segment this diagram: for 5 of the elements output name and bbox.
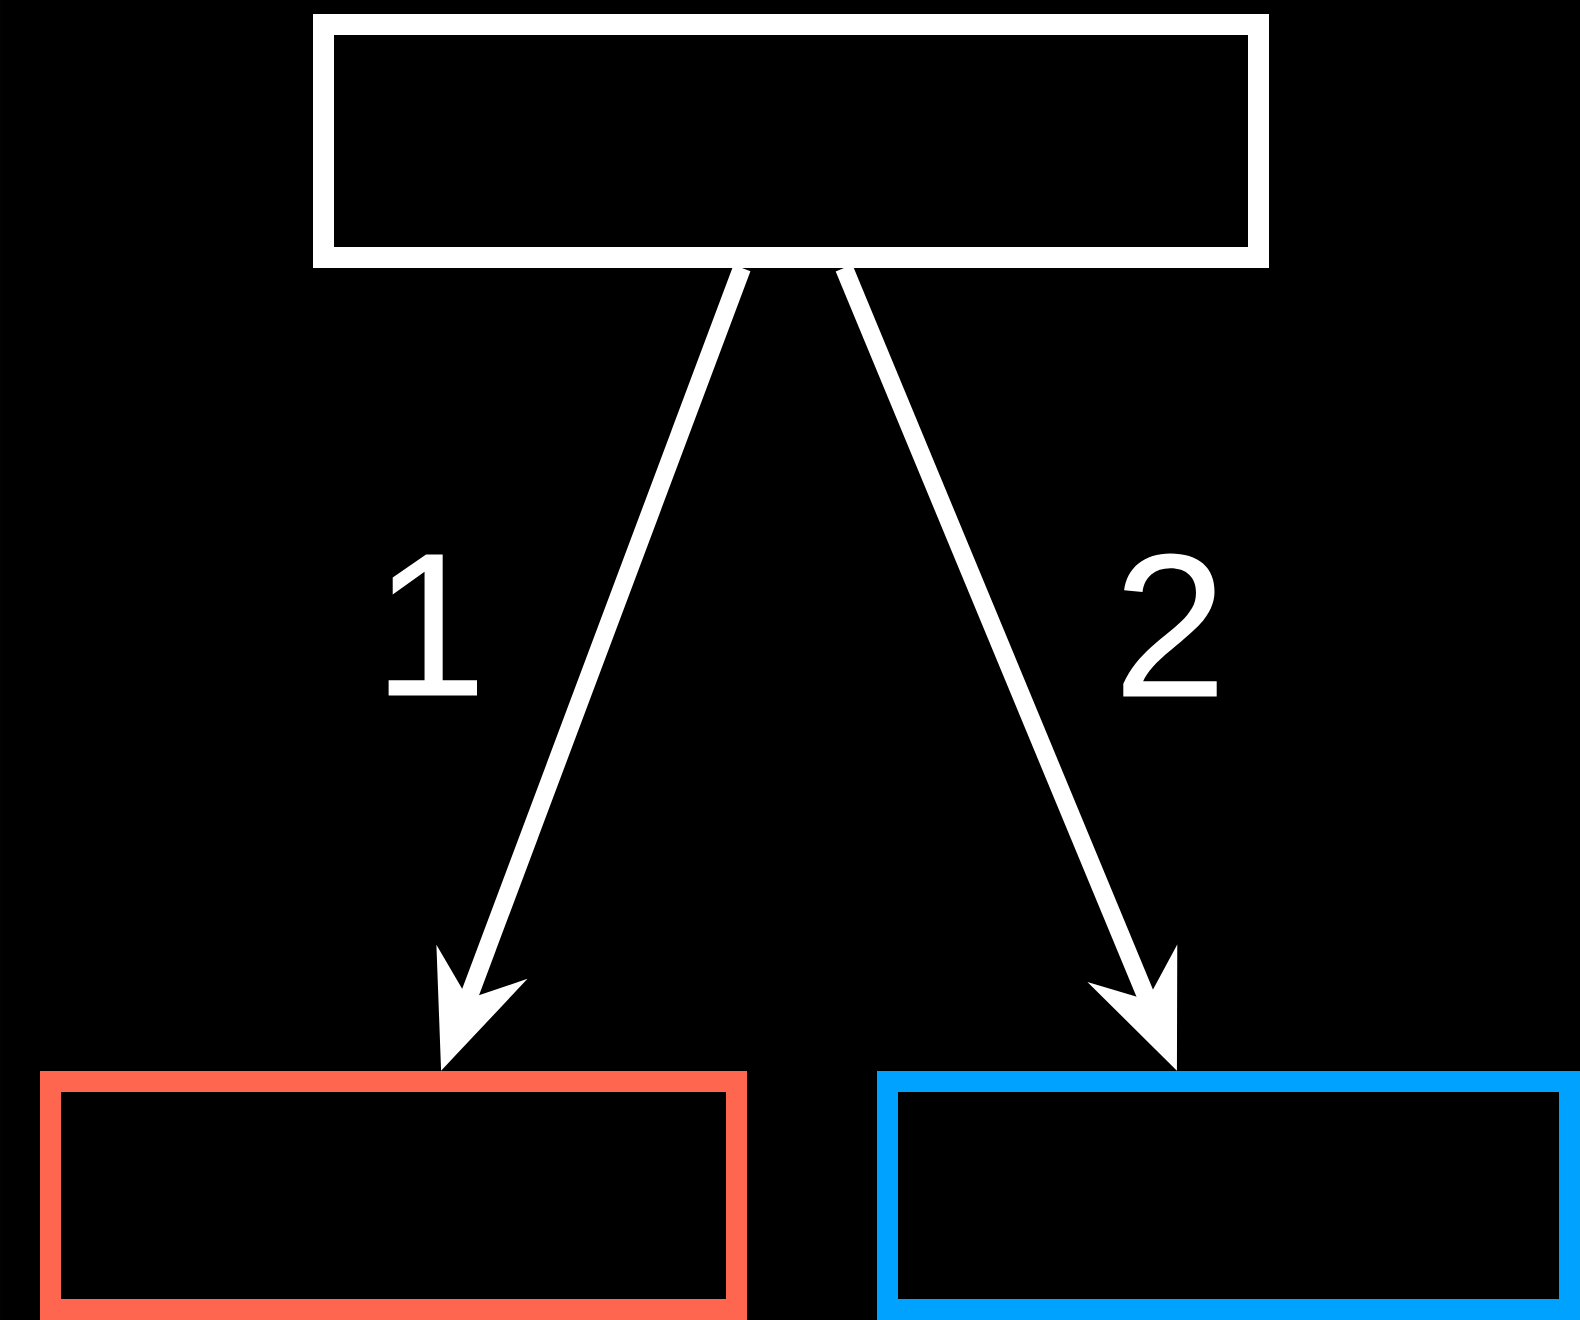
box: [313, 14, 1269, 268]
box: [40, 1071, 747, 1320]
edge-label: 2: [1123, 553, 1217, 697]
edge-label: 1: [388, 554, 477, 696]
box: [877, 1071, 1580, 1320]
